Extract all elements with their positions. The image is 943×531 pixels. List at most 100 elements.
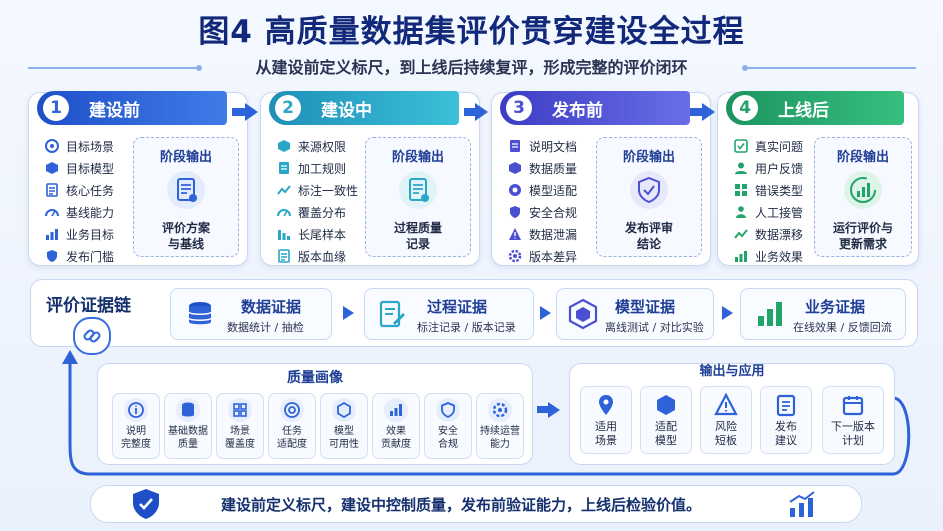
- bar-chart-icon: [46, 229, 58, 240]
- model-cube-icon: [568, 298, 598, 330]
- subtitle-line-left: [28, 67, 198, 69]
- evidence-title: 数据证据: [241, 298, 302, 316]
- stage-header-3: 3 发布前: [500, 91, 690, 125]
- stage-item: 发布门槛: [45, 245, 114, 267]
- stage-items-2: 来源权限 加工规则 标注一致性 覆盖分布 长尾样本 版本血缘: [277, 135, 358, 267]
- checklist-icon: [46, 183, 58, 197]
- cube-icon: [657, 395, 675, 415]
- stage-item: 版本血缘: [277, 245, 358, 267]
- bar-chart-icon: [758, 302, 782, 326]
- subtitle-line-right: [746, 67, 916, 69]
- stage-item: 目标模型: [45, 157, 114, 179]
- output-title: 输出与应用: [699, 364, 765, 379]
- location-pin-icon: [599, 395, 613, 415]
- trend-icon: [734, 229, 748, 239]
- stage-output-2: 阶段输出 过程质量记录: [365, 137, 471, 257]
- gear-icon: [488, 398, 512, 422]
- grid-icon: [735, 184, 747, 196]
- stage-item: 业务目标: [45, 223, 114, 245]
- stage-title-1: 建设前: [89, 101, 140, 121]
- stage-arrow-tail: [232, 108, 246, 116]
- clipboard-icon: [776, 394, 796, 417]
- quality-item: 基础数据质量: [164, 393, 212, 459]
- stage-card-1: 1 建设前 目标场景 目标模型 核心任务 基线能力 业务目标 发布门槛 阶段输出…: [28, 91, 248, 267]
- cube-icon: [332, 398, 356, 422]
- quality-label: 安全合规: [438, 426, 458, 450]
- evidence-process: 过程证据 标注记录 / 版本记录: [364, 288, 534, 340]
- check-box-icon: [734, 139, 748, 153]
- arrow-tail: [537, 406, 549, 413]
- quality-label: 模型可用性: [329, 426, 359, 450]
- evidence-sub: 标注记录 / 版本记录: [417, 321, 516, 334]
- output-item: 适配模型: [640, 386, 692, 454]
- target-icon: [45, 139, 59, 153]
- stage-output-text: 评价方案与基线: [161, 221, 210, 251]
- stage-item: 真实问题: [734, 135, 803, 157]
- output-application: 输出与应用 适用场景 适配模型 风险短板 发布建议 下一版本计划: [569, 363, 895, 465]
- evidence-title: 模型证据: [615, 298, 676, 316]
- stage-header-2: 2 建设中: [269, 91, 459, 125]
- stage-output-text: 运行评价与更新需求: [832, 221, 893, 251]
- growth-icon: [844, 171, 882, 209]
- stage-item: 安全合规: [508, 201, 577, 223]
- cube-icon: [509, 162, 521, 174]
- evidence-sub: 离线测试 / 对比实验: [605, 321, 704, 334]
- edit-document-icon: [379, 300, 405, 328]
- stage-title-2: 建设中: [321, 101, 372, 121]
- gauge-icon: [277, 209, 291, 217]
- stage-items-1: 目标场景 目标模型 核心任务 基线能力 业务目标 发布门槛: [45, 135, 114, 267]
- stage-item: 错误类型: [734, 179, 803, 201]
- stage-output-text: 过程质量记录: [393, 221, 442, 251]
- bar-chart-icon: [384, 398, 408, 422]
- quality-item: 安全合规: [424, 393, 472, 459]
- database-icon: [176, 398, 200, 422]
- evidence-title: 业务证据: [805, 298, 866, 316]
- quality-label: 任务适配度: [277, 426, 307, 450]
- target-icon: [280, 398, 304, 422]
- stage-item: 加工规则: [277, 157, 358, 179]
- arrow-right-icon: [702, 103, 715, 121]
- quality-title: 质量画像: [287, 370, 343, 386]
- output-item: 风险短板: [700, 386, 752, 454]
- stage-card-4: 4 上线后 真实问题 用户反馈 错误类型 人工接管 数据漂移 业务效果 阶段输出…: [717, 91, 919, 267]
- stage-item: 用户反馈: [734, 157, 803, 179]
- arrow-right-icon: [343, 306, 354, 320]
- stage-item: 模型适配: [508, 179, 577, 201]
- record-icon: [399, 171, 437, 209]
- arrow-right-icon: [722, 306, 733, 320]
- stage-items-4: 真实问题 用户反馈 错误类型 人工接管 数据漂移 业务效果: [734, 135, 803, 267]
- stage-output-3: 阶段输出 发布评审结论: [596, 137, 702, 257]
- calendar-icon: [842, 396, 864, 416]
- user-icon: [735, 162, 747, 174]
- evidence-business: 业务证据 在线效果 / 反馈回流: [740, 288, 906, 340]
- stage-title-3: 发布前: [552, 101, 603, 121]
- stage-number-2: 2: [275, 95, 301, 121]
- arrow-right-icon: [475, 103, 488, 121]
- model-icon: [509, 184, 521, 196]
- person-icon: [736, 206, 746, 218]
- database-icon: [188, 302, 212, 325]
- stage-title-4: 上线后: [778, 101, 829, 121]
- quality-item: 说明完整度: [112, 393, 160, 459]
- warning-icon: [714, 392, 738, 416]
- gear-icon: [508, 249, 522, 263]
- quality-item: 任务适配度: [268, 393, 316, 459]
- quality-item: 场景覆盖度: [216, 393, 264, 459]
- quality-portrait: 质量画像 说明完整度 基础数据质量 场景覆盖度 任务适配度 模型可用性 效果贡献…: [97, 363, 533, 465]
- permission-icon: [278, 140, 290, 152]
- stage-output-title: 阶段输出: [622, 150, 675, 165]
- growth-chart-icon: [789, 491, 815, 517]
- stage-item: 版本差异: [508, 245, 577, 267]
- stage-arrow-tail: [690, 108, 703, 116]
- shield-icon: [47, 250, 57, 262]
- output-item: 下一版本计划: [822, 386, 884, 454]
- stage-number-4: 4: [732, 95, 758, 121]
- quality-item: 模型可用性: [320, 393, 368, 459]
- stage-card-3: 3 发布前 说明文档 数据质量 模型适配 安全合规 数据泄漏 版本差异 阶段输出…: [491, 91, 711, 267]
- link-icon: [73, 317, 111, 355]
- quality-item: 持续运营能力: [476, 393, 524, 459]
- summary-text: 建设前定义标尺，建设中控制质量，发布前验证能力，上线后检验价值。: [221, 496, 702, 514]
- gauge-icon: [45, 209, 59, 217]
- stage-item: 数据泄漏: [508, 223, 577, 245]
- subtitle: 从建设前定义标尺，到上线后持续复评，形成完整的评价闭环: [255, 58, 688, 77]
